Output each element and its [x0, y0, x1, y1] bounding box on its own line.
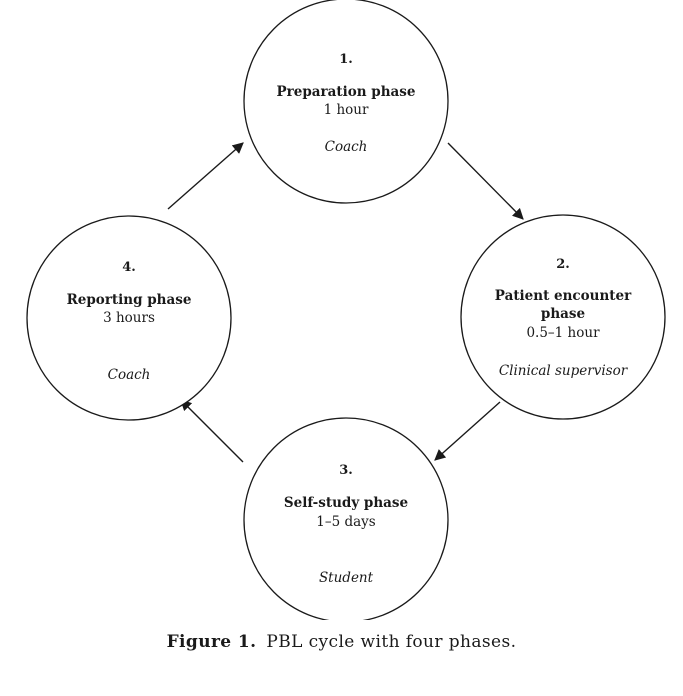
phase-3-node: 3. Self-study phase 1–5 days Student	[243, 417, 449, 620]
phase-2-circle	[460, 214, 666, 420]
phase-3-role: Student	[319, 570, 374, 586]
arrow-2-to-3	[434, 401, 501, 461]
figure-caption-text: PBL cycle with four phases.	[266, 632, 517, 652]
pbl-cycle-diagram: 1. Preparation phase 1 hour Coach 2. Pat…	[26, 0, 666, 620]
figure-caption: Figure 1. PBL cycle with four phases.	[0, 632, 683, 652]
arrow-1-to-2	[447, 142, 524, 220]
phase-2-duration: 0.5–1 hour	[526, 325, 600, 341]
phase-4-number: 4.	[122, 260, 136, 275]
phase-1-role: Coach	[325, 139, 368, 155]
phase-4-duration: 3 hours	[103, 310, 155, 326]
phase-1-number: 1.	[339, 52, 353, 67]
phase-4-circle	[26, 215, 232, 421]
phase-2-number: 2.	[556, 257, 570, 272]
phase-1-node: 1. Preparation phase 1 hour Coach	[243, 0, 449, 204]
phase-3-duration: 1–5 days	[316, 514, 376, 530]
phase-1-duration: 1 hour	[324, 102, 369, 118]
arrow-3-to-4	[180, 399, 244, 463]
phase-4-node: 4. Reporting phase 3 hours Coach	[26, 215, 232, 421]
phase-2-role: Clinical supervisor	[499, 363, 629, 379]
phase-1-title: Preparation phase	[277, 84, 416, 100]
phase-4-title: Reporting phase	[67, 292, 192, 308]
arrow-4-to-1	[167, 142, 244, 210]
figure-caption-label: Figure 1.	[166, 632, 257, 652]
phase-4-role: Coach	[108, 367, 151, 383]
phase-2-node: 2. Patient encounter phase 0.5–1 hour Cl…	[460, 214, 666, 420]
phase-3-number: 3.	[339, 463, 353, 478]
phase-1-circle	[243, 0, 449, 204]
phase-3-circle	[243, 417, 449, 620]
phase-3-title: Self-study phase	[284, 495, 408, 511]
phase-2-title-line-1: Patient encounter	[495, 288, 632, 304]
phase-2-title-line-2: phase	[541, 306, 585, 322]
